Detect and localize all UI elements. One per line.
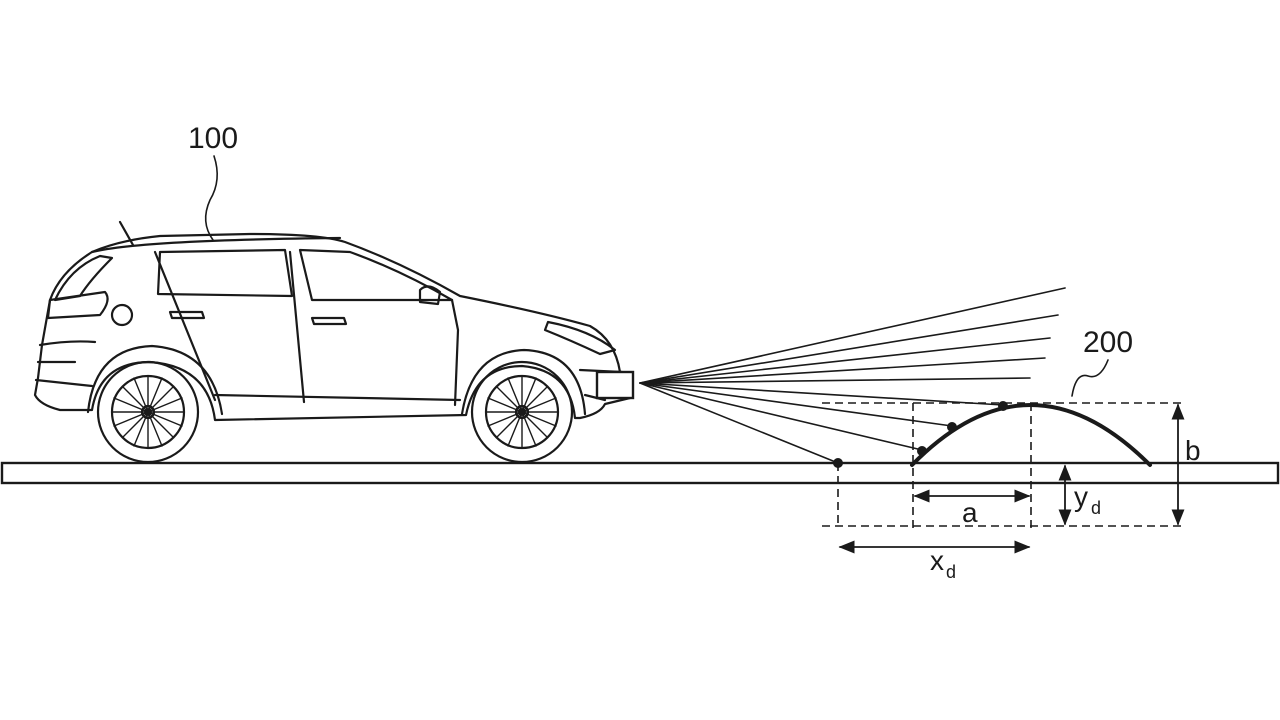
vehicle-headlight <box>543 320 617 356</box>
vehicle-front-arch <box>460 348 587 416</box>
vehicle-rear-arch <box>86 344 224 416</box>
detection-point <box>917 446 927 456</box>
svg-text:d: d <box>946 562 956 582</box>
vehicle-rear-window <box>53 254 114 302</box>
label-a: a <box>962 497 978 528</box>
leader-200 <box>1071 359 1109 397</box>
svg-text:d: d <box>1091 498 1101 518</box>
vehicle-fuel-cap <box>110 303 134 327</box>
label-xd: x d <box>930 545 956 582</box>
vehicle-handle-rear <box>168 310 206 320</box>
vehicle-window-rear <box>156 248 294 298</box>
vehicle <box>33 220 632 422</box>
vehicle-roof <box>90 236 342 254</box>
svg-text:y: y <box>1074 481 1088 512</box>
vehicle-window-front <box>298 248 454 302</box>
vehicle-body <box>33 232 632 422</box>
svg-text:x: x <box>930 545 944 576</box>
road <box>0 461 1280 485</box>
road-surface <box>0 461 1280 485</box>
vehicle-sill <box>213 393 462 402</box>
sensor-rays <box>639 287 1066 464</box>
vehicle-handle-front <box>310 316 348 326</box>
dimension-arrows <box>838 403 1185 554</box>
front-sensor <box>595 370 635 400</box>
vehicle-rear-bumper <box>34 340 97 388</box>
label-b: b <box>1185 435 1201 466</box>
dashed-guides <box>822 402 1185 528</box>
front-wheel <box>470 360 574 464</box>
label-yd: y d <box>1074 481 1101 518</box>
vehicle-mirror <box>418 285 442 306</box>
vehicle-taillight <box>46 290 109 320</box>
vehicle-door-rear-edge <box>153 250 217 402</box>
vehicle-door-front-edge <box>450 298 460 407</box>
detection-point <box>947 422 957 432</box>
label-100: 100 <box>188 122 238 155</box>
label-200: 200 <box>1083 326 1133 359</box>
vehicle-pillar <box>288 250 306 404</box>
leader-100 <box>204 155 218 241</box>
rear-wheel <box>96 360 200 464</box>
